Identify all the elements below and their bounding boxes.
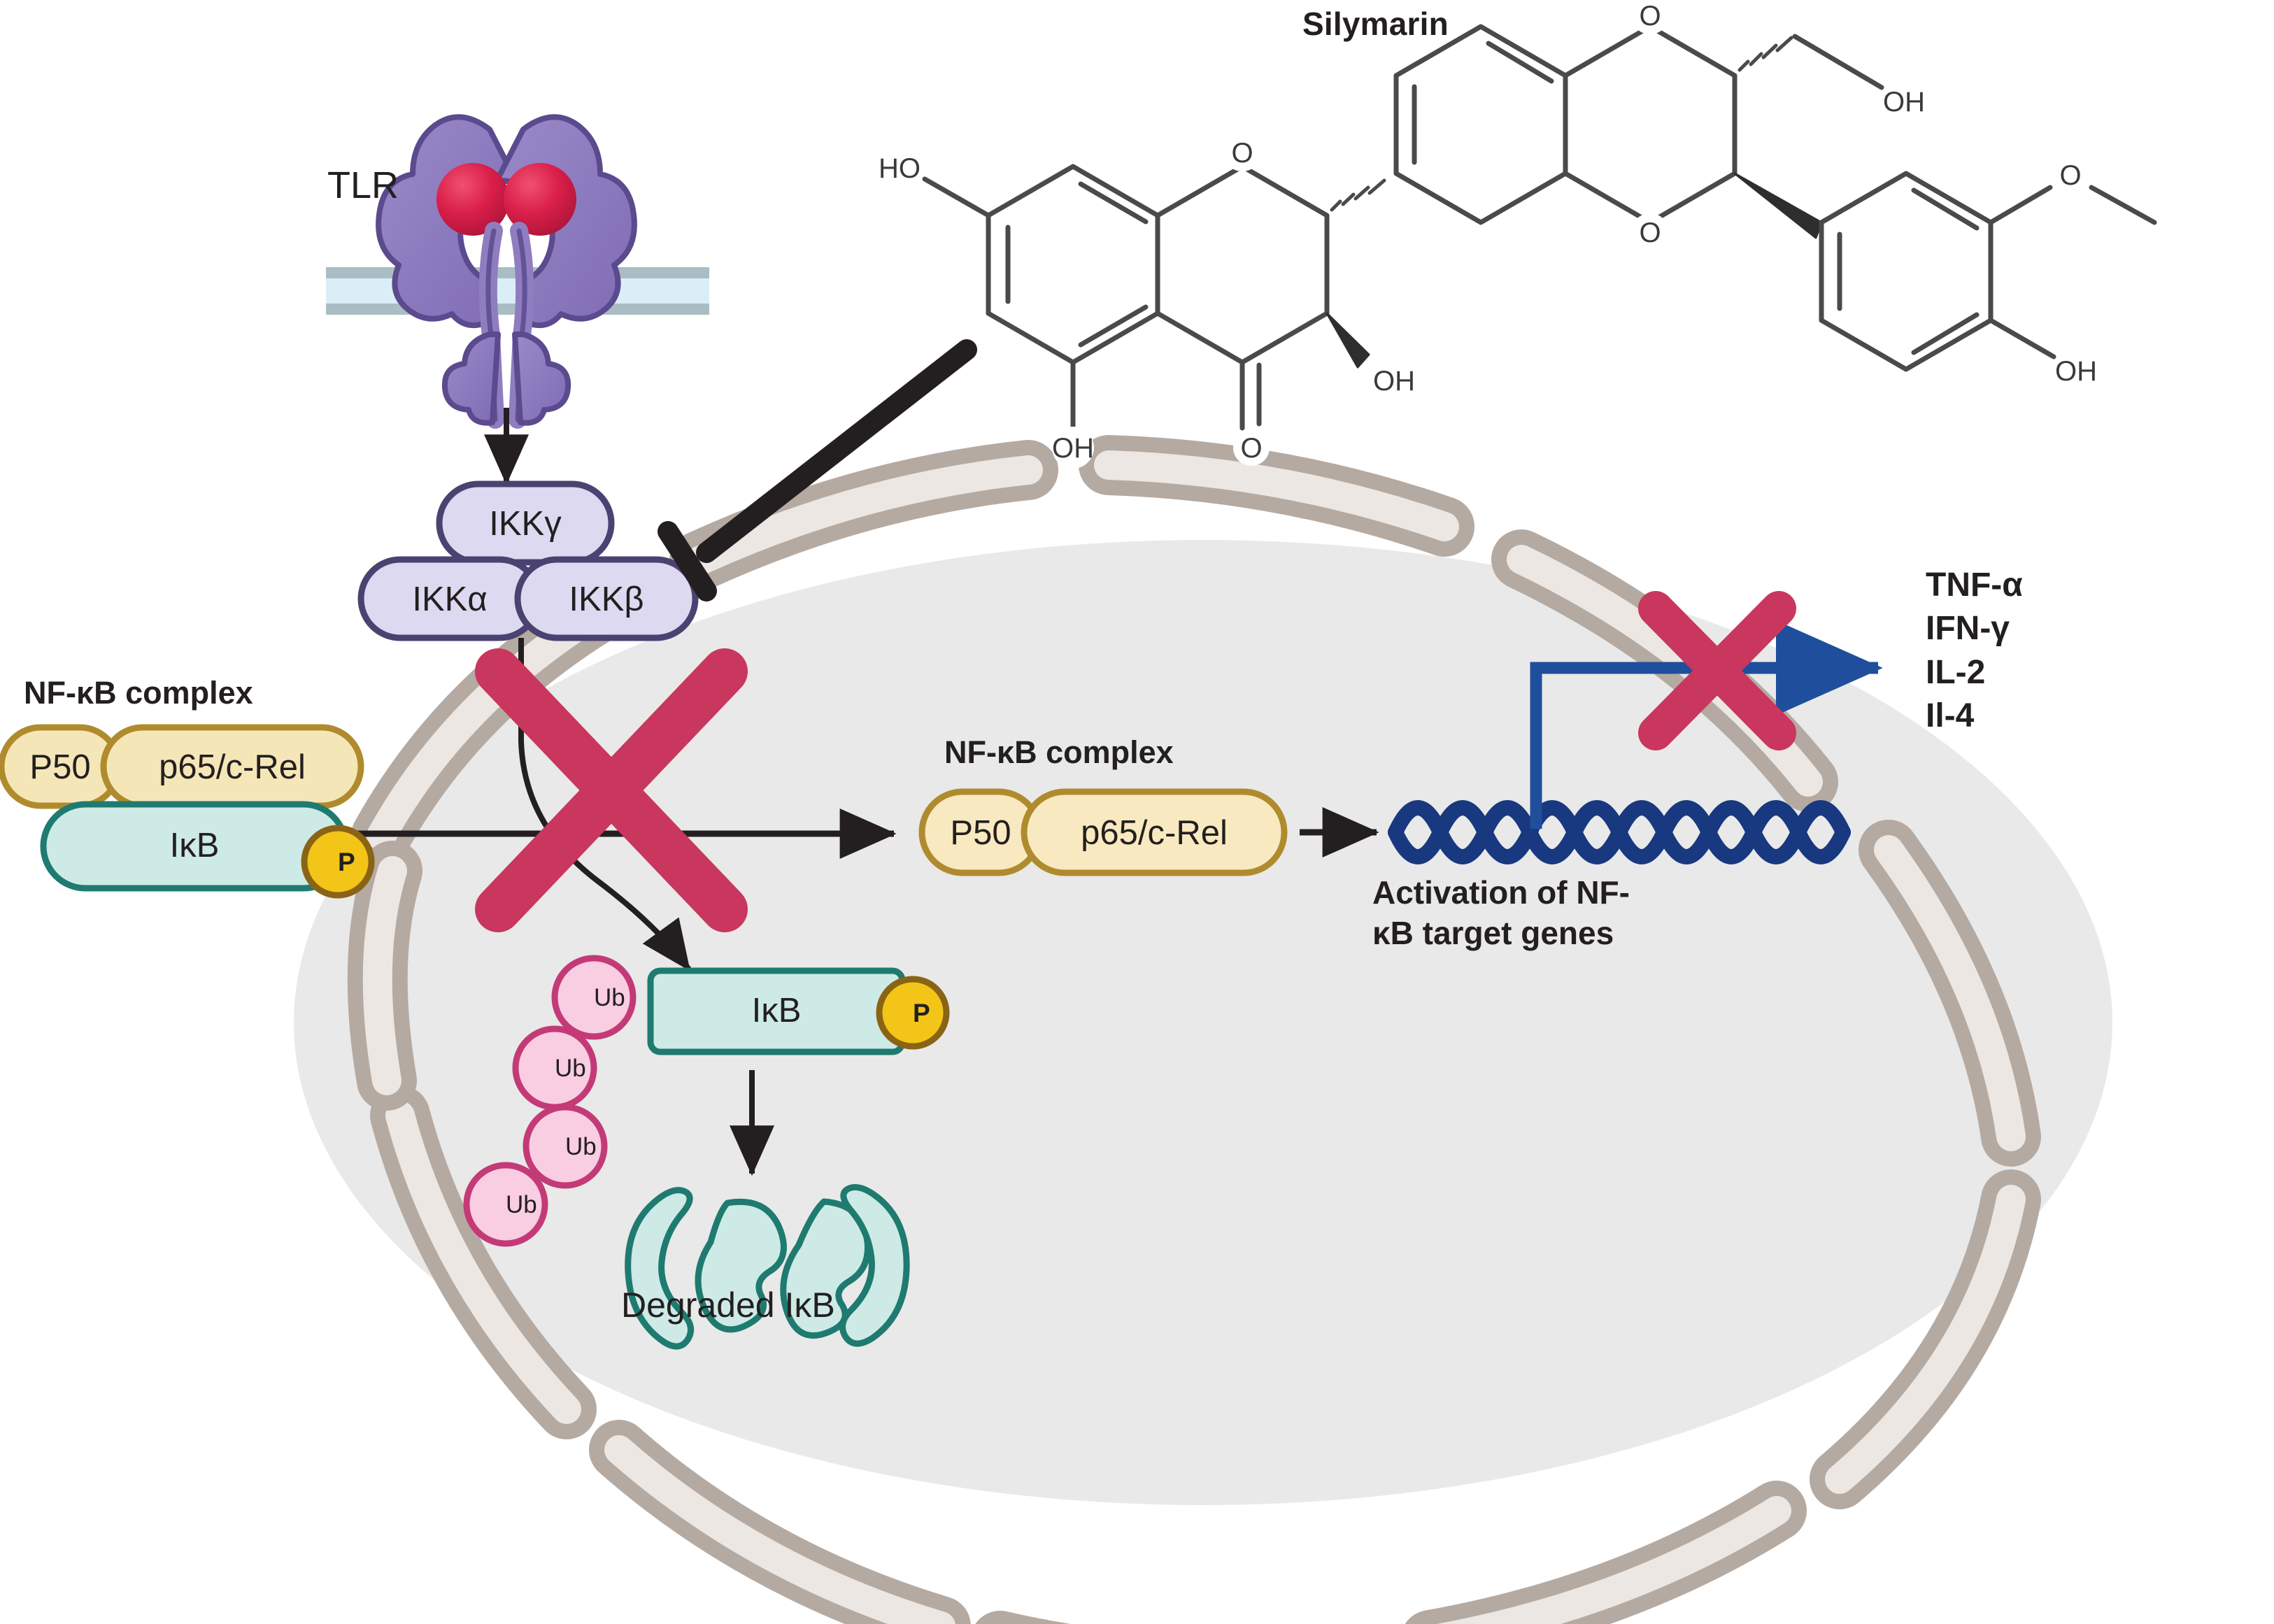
- nfkb-cytoplasmic-title: NF-κB complex: [24, 675, 253, 711]
- nfkb-cytoplasmic-complex: [0, 724, 375, 899]
- ikb-ubiquitinated-label: IκB: [751, 992, 802, 1030]
- arrow-ikk-to-ikb-degradation: [518, 638, 692, 971]
- degraded-ikb-fragments: [625, 1184, 910, 1350]
- ub-circle-1: [551, 955, 637, 1040]
- ub-circle-3: [523, 1104, 608, 1189]
- p50-nuclear-label: P50: [950, 814, 1011, 852]
- inhibition-arrow-silymarin-to-ikk: [658, 339, 977, 601]
- cytokine-item-0: TNF-α: [1926, 567, 2023, 604]
- dna-double-helix: [1388, 800, 1851, 864]
- atom-label-o-ketone: O: [1240, 433, 1262, 464]
- atom-label-oh-phenol: OH: [2055, 356, 2097, 387]
- nfkb-nuclear-title: NF-κB complex: [944, 734, 1174, 770]
- cytokine-item-2: IL-2: [1926, 653, 1986, 691]
- p65-crel-nuclear-label: p65/c-Rel: [1081, 814, 1228, 852]
- atom-label-oh-c5: OH: [1052, 433, 1094, 464]
- gene-activation-line1: Activation of NF-: [1372, 874, 1630, 911]
- chem-atom-labels: [879, 0, 2098, 469]
- ub-circle-4: [463, 1162, 548, 1247]
- atom-label-o-methoxy: O: [2059, 160, 2081, 191]
- atom-label-o-dioxane-top: O: [1639, 1, 1661, 31]
- transcription-arrow: [1530, 620, 1883, 829]
- cytokine-item-1: IFN-γ: [1926, 610, 2010, 648]
- ubiquitinated-ikb: [463, 955, 950, 1247]
- degraded-ikb-caption: Degraded IκB: [621, 1285, 835, 1325]
- blocked-translocation-x: [475, 648, 748, 932]
- nuclear-pore-ring: [347, 435, 2041, 1624]
- blocked-transcription-x: [1638, 591, 1796, 750]
- cytokine-item-3: Il-4: [1926, 697, 1975, 735]
- atom-label-o-dioxane-bottom: O: [1639, 218, 1661, 248]
- ikk-alpha-label: IKKα: [412, 580, 488, 618]
- gene-activation-line2: κB target genes: [1372, 915, 1614, 951]
- tlr-label: TLR: [327, 164, 399, 206]
- silymarin-title: Silymarin: [1302, 6, 1449, 42]
- tlr-receptor: [376, 114, 637, 429]
- atom-label-oh-hydroxymethyl: OH: [1883, 87, 1925, 117]
- p65-crel-cytoplasmic-label: p65/c-Rel: [159, 748, 306, 786]
- ligand-sphere-right: [504, 163, 576, 236]
- ikb-cytoplasmic-label: IκB: [169, 827, 220, 864]
- ikk-gamma-label: IKKγ: [489, 505, 562, 543]
- atom-label-ho-left: HO: [879, 153, 921, 184]
- ikk-beta-label: IKKβ: [569, 580, 644, 618]
- atom-label-o-pyranone: O: [1231, 138, 1253, 169]
- ikk-complex: [357, 480, 699, 641]
- ligand-sphere-left: [436, 163, 509, 236]
- silymarin-structure: [922, 24, 2157, 431]
- nfkb-nuclear-complex: [918, 788, 1288, 876]
- atom-label-oh-c3: OH: [1373, 366, 1415, 397]
- p50-cytoplasmic-label: P50: [29, 748, 91, 786]
